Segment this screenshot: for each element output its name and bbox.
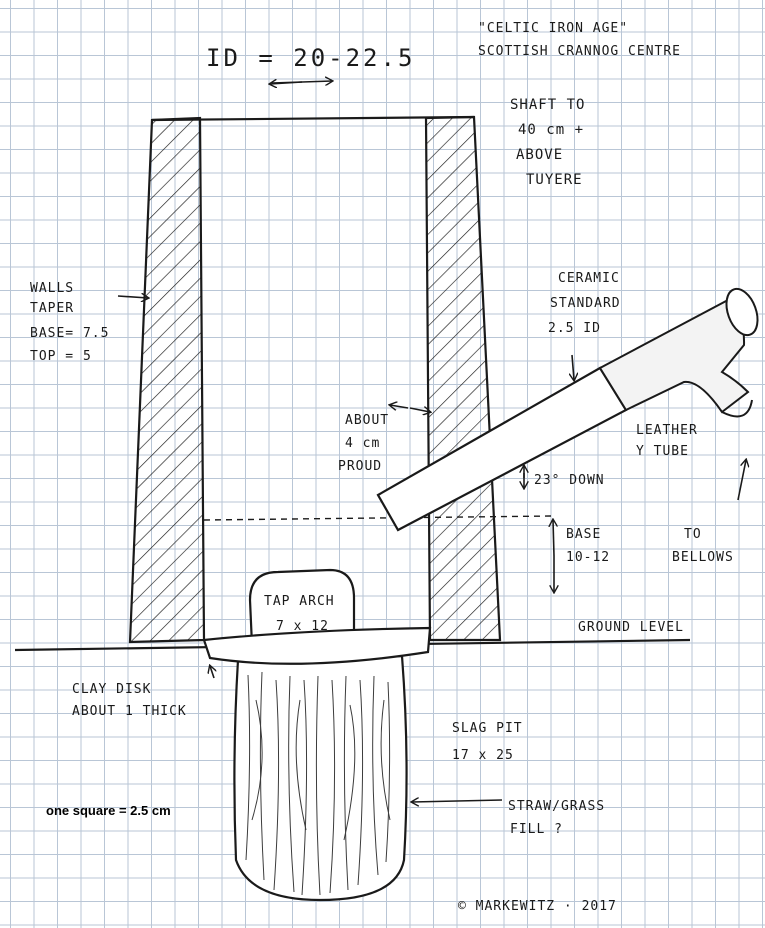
y-tube-branch-lower	[721, 399, 753, 418]
shaft-note-1: SHAFT TO	[510, 97, 586, 113]
clay-disk-note-1: CLAY DISK	[72, 682, 152, 697]
inner-diameter-label: ID = 20-22.5	[206, 44, 416, 72]
clay-disk-note-2: ABOUT 1 THICK	[72, 704, 187, 719]
ceramic-note-2: STANDARD	[550, 296, 621, 311]
ceramic-tuyere	[376, 366, 628, 532]
leather-note-2: Y TUBE	[636, 444, 689, 459]
walls-note-2: TAPER	[30, 301, 75, 316]
ground-level-note: GROUND LEVEL	[578, 620, 684, 635]
title-line-1: "CELTIC IRON AGE"	[478, 21, 629, 36]
base-note-1: BASE	[566, 527, 602, 542]
bellows-note-2: BELLOWS	[672, 550, 734, 565]
leather-note-1: LEATHER	[636, 423, 698, 438]
walls-note-4: TOP = 5	[30, 349, 92, 364]
ceramic-note-1: CERAMIC	[558, 271, 620, 286]
walls-note-1: WALLS	[30, 281, 75, 296]
slag-pit-note-2: 17 x 25	[452, 748, 514, 763]
left-wall	[128, 116, 206, 644]
scale-note: one square = 2.5 cm	[46, 803, 171, 818]
slag-pit-note-1: SLAG PIT	[452, 721, 523, 736]
title-line-2: SCOTTISH CRANNOG CENTRE	[478, 44, 682, 59]
shaft-note-4: TUYERE	[526, 172, 583, 188]
right-wall	[424, 115, 502, 642]
y-tube-end-upper	[725, 287, 759, 337]
bellows-note-1: TO	[684, 527, 702, 542]
copyright-note: © MARKEWITZ · 2017	[458, 899, 617, 914]
tap-arch	[248, 568, 356, 646]
proud-note-1: ABOUT	[345, 413, 390, 428]
angle-note: 23° DOWN	[534, 473, 605, 488]
base-note-2: 10-12	[566, 550, 611, 565]
fill-note-2: FILL ?	[510, 822, 563, 837]
walls-note-3: BASE= 7.5	[30, 326, 110, 341]
dimension-arrows	[117, 81, 746, 802]
shaft-top	[151, 115, 475, 122]
straw-fill-strokes	[245, 671, 391, 896]
clay-disk	[202, 626, 432, 665]
tap-arch-note-2: 7 x 12	[276, 619, 329, 634]
leather-y-tube	[598, 298, 750, 414]
proud-note-3: PROUD	[338, 459, 383, 474]
base-dashed-line	[203, 515, 553, 521]
proud-note-2: 4 cm	[345, 436, 381, 451]
fill-note-1: STRAW/GRASS	[508, 799, 606, 814]
shaft-note-2: 40 cm +	[518, 122, 585, 138]
ceramic-note-3: 2.5 ID	[548, 321, 601, 336]
tap-arch-note-1: TAP ARCH	[264, 594, 335, 609]
shaft-note-3: ABOVE	[516, 147, 564, 163]
